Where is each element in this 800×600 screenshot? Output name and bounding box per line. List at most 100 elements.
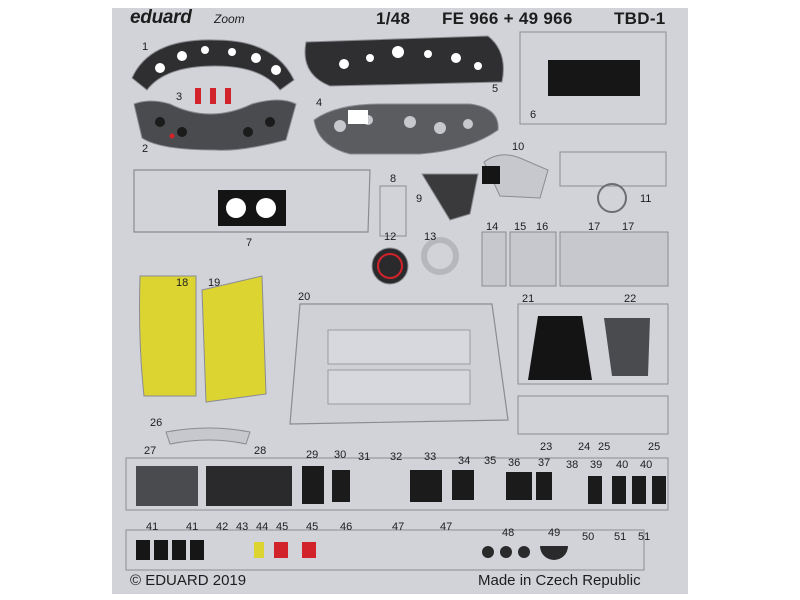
- part-number-17b: 17: [622, 221, 634, 233]
- part-number-51b: 51: [638, 531, 650, 543]
- part-1-instrument-panel: [131, 39, 295, 91]
- part-number-45b: 45: [306, 521, 318, 533]
- part-number-12: 12: [384, 231, 396, 243]
- part-3-red-switches: [195, 88, 231, 104]
- parts-23-25-strip: [517, 395, 669, 435]
- part-number-49: 49: [548, 527, 560, 539]
- part-27-panel: [136, 466, 198, 506]
- part-9-console: [421, 173, 479, 221]
- part-13-ring: [421, 237, 459, 275]
- part-number-43: 43: [236, 521, 248, 533]
- origin-label: Made in Czech Republic: [478, 572, 641, 589]
- part-number-17a: 17: [588, 221, 600, 233]
- part-number-25b: 25: [648, 441, 660, 453]
- part-number-13: 13: [424, 231, 436, 243]
- part-number-41b: 41: [186, 521, 198, 533]
- part-number-39: 39: [590, 459, 602, 471]
- part-number-24: 24: [578, 441, 590, 453]
- part-11-strip: [559, 151, 667, 187]
- zoom-logo: Zoom: [214, 12, 245, 26]
- part-number-14: 14: [486, 221, 498, 233]
- part-number-37: 37: [538, 457, 550, 469]
- part-number-25a: 25: [598, 441, 610, 453]
- part-number-3: 3: [176, 91, 182, 103]
- part-1-dials: [155, 46, 281, 75]
- part-44-yellow: [254, 542, 264, 558]
- part-number-2: 2: [142, 143, 148, 155]
- part-number-47b: 47: [440, 521, 452, 533]
- part-number-30: 30: [334, 449, 346, 461]
- part-10-seat-fittings: [483, 154, 549, 199]
- part-number-28: 28: [254, 445, 266, 457]
- parts-29-40-small: [302, 466, 666, 504]
- part-number-31: 31: [358, 451, 370, 463]
- part-5-instrument-panel: [304, 35, 504, 87]
- part-number-51a: 51: [614, 531, 626, 543]
- part-number-19: 19: [208, 277, 220, 289]
- part-7-gauge-b: [256, 198, 276, 218]
- part-number-8: 8: [390, 173, 396, 185]
- part-number-44: 44: [256, 521, 268, 533]
- part-number-48: 48: [502, 527, 514, 539]
- part-number-38: 38: [566, 459, 578, 471]
- part-number-46: 46: [340, 521, 352, 533]
- part-10-black-block: [482, 166, 500, 184]
- part-number-10: 10: [512, 141, 524, 153]
- part-number-21: 21: [522, 293, 534, 305]
- part-22-panel: [604, 318, 650, 376]
- part-number-27: 27: [144, 445, 156, 457]
- part-26-bar: [165, 427, 251, 445]
- part-number-40b: 40: [640, 459, 652, 471]
- product-code: FE 966 + 49 966: [442, 9, 573, 28]
- part-number-45a: 45: [276, 521, 288, 533]
- part-number-32: 32: [390, 451, 402, 463]
- part-number-29: 29: [306, 449, 318, 461]
- part-12-red-ring: [377, 253, 403, 279]
- model-name: TBD-1: [614, 9, 666, 28]
- part-number-15: 15: [514, 221, 526, 233]
- brand-logo: eduard: [130, 7, 192, 28]
- part-19-seat-back: [201, 275, 267, 403]
- parts-41-small-black: [136, 540, 204, 560]
- part-number-35: 35: [484, 455, 496, 467]
- part-20-slot-a: [327, 329, 471, 365]
- copyright: © EDUARD 2019: [130, 572, 247, 589]
- part-number-5: 5: [492, 83, 498, 95]
- parts-14-17-small-brackets: [481, 231, 669, 287]
- part-11-wheel: [597, 183, 627, 213]
- part-49-semicircle: [540, 546, 568, 560]
- part-number-40a: 40: [616, 459, 628, 471]
- part-6-panel: [548, 60, 640, 96]
- part-number-20: 20: [298, 291, 310, 303]
- part-5-dials: [339, 46, 482, 70]
- part-number-6: 6: [530, 109, 536, 121]
- part-number-41a: 41: [146, 521, 158, 533]
- part-4-placard: [348, 110, 368, 124]
- part-number-50: 50: [582, 531, 594, 543]
- part-number-42: 42: [216, 521, 228, 533]
- part-21-panel: [528, 316, 592, 380]
- part-48-dials: [482, 546, 530, 558]
- part-18-seat-back: [139, 275, 197, 397]
- part-number-4: 4: [316, 97, 322, 109]
- part-number-26: 26: [150, 417, 162, 429]
- part-number-1: 1: [142, 41, 148, 53]
- part-number-47a: 47: [392, 521, 404, 533]
- scale-label: 1/48: [376, 9, 411, 28]
- part-number-18: 18: [176, 277, 188, 289]
- part-number-9: 9: [416, 193, 422, 205]
- part-number-34: 34: [458, 455, 470, 467]
- part-number-33: 33: [424, 451, 436, 463]
- part-number-36: 36: [508, 457, 520, 469]
- part-number-16: 16: [536, 221, 548, 233]
- part-2-red-dot: [169, 133, 175, 139]
- part-20-slot-b: [327, 369, 471, 405]
- part-2-lower-panel: [133, 99, 297, 151]
- part-7-gauge-a: [226, 198, 246, 218]
- part-45-red: [274, 542, 316, 558]
- part-number-7: 7: [246, 237, 252, 249]
- part-number-22: 22: [624, 293, 636, 305]
- part-8-bracket: [379, 185, 407, 237]
- part-number-11: 11: [640, 193, 651, 205]
